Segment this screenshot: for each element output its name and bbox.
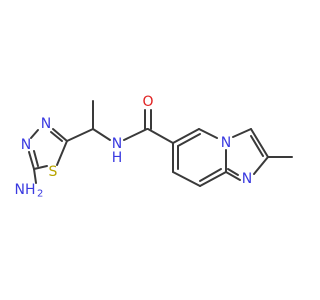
oxygen-atom: O: [142, 94, 153, 110]
bond-c2-n3: [52, 128, 68, 142]
bridgehead-nitrogen-atom: N: [221, 135, 231, 151]
thiadiazole-n3-atom: N: [41, 116, 51, 132]
bond-nbridge-c3: [232, 128, 252, 138]
imidazole-nitrogen-atom: N: [242, 171, 252, 187]
sulfur-atom: S: [49, 164, 58, 180]
bond-n3-n4: [30, 129, 39, 139]
amide-hydrogen-atom: H: [112, 150, 123, 166]
molecule-structure: O N H N N N N S NH 2: [15, 94, 293, 200]
bond-n1-c8a: [225, 171, 241, 181]
bond-ch-nh: [92, 128, 111, 141]
bond-c5-nh2: [33, 168, 37, 184]
bond-c8a-c8-double: [199, 168, 222, 182]
amide-nitrogen-atom: N: [112, 136, 122, 152]
bond-c6-c5-double: [177, 133, 201, 147]
bond-c5-nbridge: [198, 128, 218, 139]
amine-subscript: 2: [37, 189, 43, 200]
bond-n4-c5: [28, 151, 35, 170]
bond-c3-c2: [250, 128, 269, 158]
bond-c3-c2-double: [250, 135, 264, 157]
bond-nh-carbonyl: [123, 128, 148, 141]
bond-carbonyl-ring: [147, 128, 174, 144]
bond-c5-s: [33, 165, 48, 170]
molecule-canvas: O N H N N N N S NH 2: [14, 94, 293, 200]
thiadiazole-n4-atom: N: [21, 137, 31, 153]
bond-c2-ch: [66, 128, 94, 142]
bond-n1-c8a-double: [227, 168, 239, 176]
bond-c2-n3-double: [50, 131, 63, 142]
bond-n4-c5-double: [33, 150, 39, 167]
bond-c6-c5: [172, 128, 200, 144]
bond-c8a-c8: [199, 171, 227, 187]
bond-c8-c7: [172, 171, 201, 187]
bond-c2-n1: [253, 156, 269, 175]
amine-nitrogen-atom: NH: [15, 182, 36, 198]
bond-s-c2: [56, 140, 68, 166]
